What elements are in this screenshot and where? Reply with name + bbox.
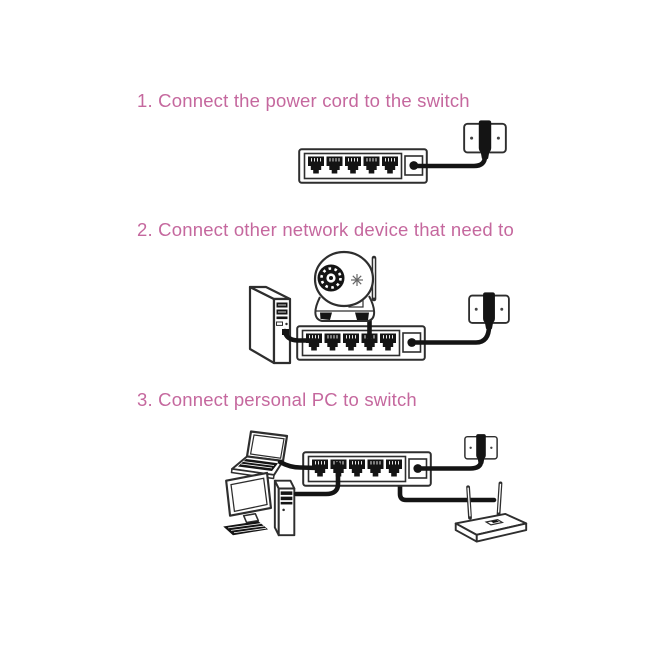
step-3-diagram — [222, 430, 529, 544]
step-1-heading: 1. Connect the power cord to the switch — [137, 90, 470, 111]
step-1-diagram — [270, 119, 507, 208]
network-switch-icon — [303, 452, 431, 486]
power-outlet-icon — [468, 291, 510, 331]
desktop-pc-icon — [222, 471, 296, 537]
ethernet-cable-desktop — [293, 461, 341, 497]
laptop-icon — [230, 430, 289, 480]
ethernet-cable-pc-tower — [282, 328, 318, 343]
step-2-heading: 2. Connect other network device that nee… — [137, 219, 514, 240]
ethernet-cable-router — [397, 479, 497, 503]
network-switch-icon — [297, 326, 425, 360]
ip-camera-icon — [315, 252, 375, 321]
network-switch-icon — [299, 149, 427, 183]
ethernet-cable-laptop — [277, 459, 321, 471]
power-cord — [413, 323, 492, 345]
step-3-heading: 3. Connect personal PC to switch — [137, 389, 417, 410]
pc-tower-icon — [248, 285, 292, 365]
power-outlet-icon — [463, 119, 507, 161]
step-2-diagram — [248, 243, 510, 365]
wireless-router-icon — [453, 481, 529, 544]
power-outlet-icon — [464, 433, 498, 466]
